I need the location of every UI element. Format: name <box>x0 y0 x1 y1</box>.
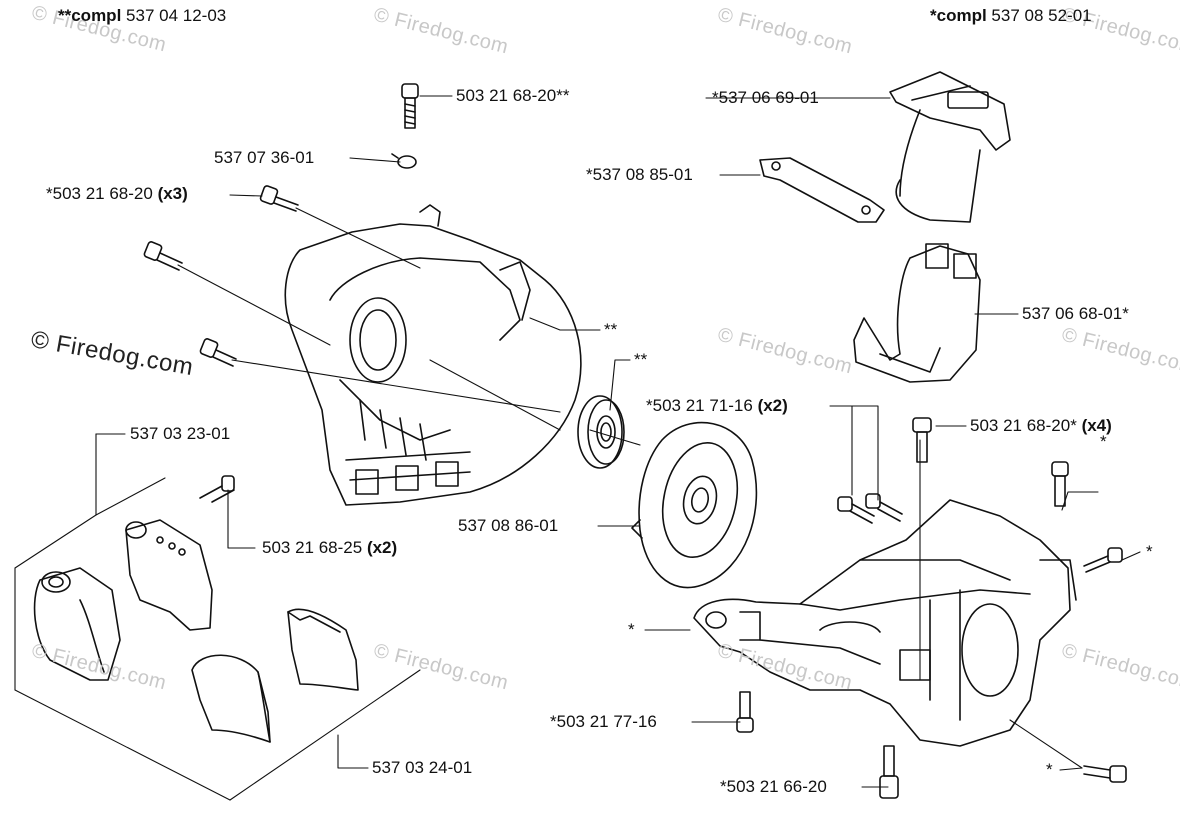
clip-ring <box>391 153 417 169</box>
header-left-prefix: **compl <box>58 6 122 25</box>
label-screw-x2-qty: (x2) <box>366 538 398 557</box>
screw-bottom-right <box>1083 765 1127 783</box>
screw-left-kit <box>199 475 235 503</box>
label-screw-bottom-b: *503 21 66-20 <box>720 777 827 796</box>
header-right-prefix: *compl <box>930 6 987 25</box>
label-screw-x4-number: 503 21 68-20* <box>970 416 1077 435</box>
screw-top <box>401 83 419 129</box>
half-shells <box>191 608 359 743</box>
screw-left-1 <box>143 241 183 271</box>
bearing <box>577 395 625 469</box>
label-screw-x2: 503 21 68-25 (x2) <box>262 538 397 558</box>
label-star-bottom-right: * <box>1046 760 1053 779</box>
screw-bottom-a <box>736 691 754 733</box>
label-screw-top: 503 21 68-20** <box>456 86 570 105</box>
label-star-right-top: * <box>1100 432 1107 451</box>
label-pulley: 537 08 86-01 <box>458 516 559 535</box>
sleeve-kit <box>33 519 213 681</box>
label-screw-pair: *503 21 71-16 (x2) <box>646 396 788 416</box>
header-right: *compl 537 08 52-01 <box>930 6 1092 26</box>
label-cylinder-mark: ** <box>604 320 618 339</box>
label-screw-pair-number: *503 21 71-16 <box>646 396 753 415</box>
screw-right-top <box>1051 461 1069 507</box>
header-right-number: 537 08 52-01 <box>991 6 1092 25</box>
header-left: **compl 537 04 12-03 <box>58 6 226 26</box>
screw-bottom-b <box>879 745 899 799</box>
screw-x3 <box>259 185 299 212</box>
label-clip: 537 07 36-01 <box>214 148 315 167</box>
guard <box>853 243 981 383</box>
fan-housing <box>284 204 582 506</box>
label-screw-x3: *503 21 68-20 (x3) <box>46 184 188 204</box>
pulley <box>631 421 758 589</box>
screw-right-mid <box>1083 547 1123 573</box>
label-star-right-mid: * <box>1146 542 1153 561</box>
label-half-shells: 537 03 24-01 <box>372 758 473 777</box>
label-screw-x3-qty: (x3) <box>157 184 188 203</box>
label-screw-pair-qty: (x2) <box>757 396 788 415</box>
label-bearing-mark: ** <box>634 350 648 369</box>
gasket-top <box>889 71 1011 223</box>
label-screw-x4: 503 21 68-20* (x4) <box>970 416 1112 436</box>
screw-pair-b <box>865 493 903 522</box>
header-left-number: 537 04 12-03 <box>126 6 227 25</box>
label-gasket-top: *537 06 69-01 <box>712 88 819 107</box>
screw-left-2 <box>199 338 237 367</box>
gasket-plate <box>759 157 885 223</box>
label-left-kit: 537 03 23-01 <box>130 424 231 443</box>
label-star-left-housing: * <box>628 620 635 639</box>
label-gasket-plate: *537 08 85-01 <box>586 165 693 184</box>
screw-pair-a <box>837 496 875 524</box>
label-guard: 537 06 68-01* <box>1022 304 1129 323</box>
crankcase <box>693 499 1077 747</box>
label-screw-x3-number: *503 21 68-20 <box>46 184 153 203</box>
screw-x4 <box>912 417 932 463</box>
label-screw-x4-qty: (x4) <box>1081 416 1112 435</box>
label-screw-x2-number: 503 21 68-25 <box>262 538 363 557</box>
label-screw-bottom-a: *503 21 77-16 <box>550 712 657 731</box>
